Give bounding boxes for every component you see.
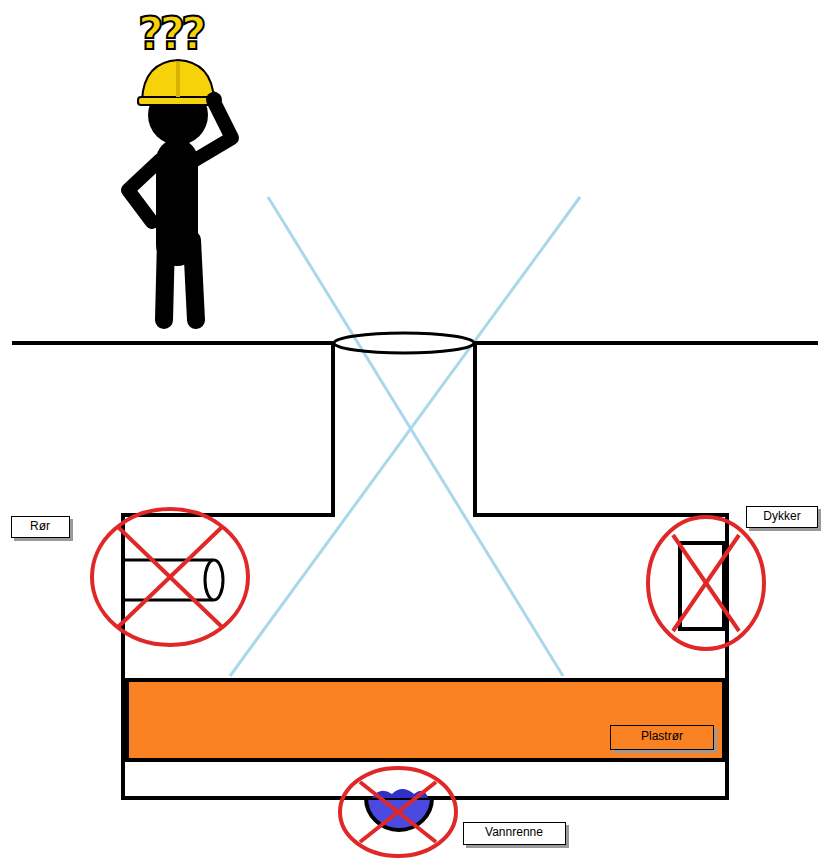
plastic-pipe-band [127, 680, 724, 760]
question-marks: ??? [138, 12, 203, 56]
cross-line [268, 197, 563, 676]
label-text: Dykker [763, 510, 800, 523]
chamber-outline [123, 343, 727, 798]
manhole-opening [334, 333, 474, 353]
pipe-label-box: Rør [11, 516, 70, 538]
dykker-label-box: Dykker [746, 506, 818, 528]
label-text: Vannrenne [485, 826, 543, 839]
label-text: Plastrør [641, 730, 683, 743]
ground-line [12, 341, 333, 345]
plastic-pipe-label-box: Plastrør [610, 725, 714, 750]
worker-figure [128, 60, 232, 320]
label-text: Rør [30, 520, 50, 533]
ground-line [475, 341, 818, 345]
cross-line [230, 197, 580, 676]
red-cross-marks [92, 509, 764, 856]
gutter-label-box: Vannrenne [463, 822, 566, 845]
